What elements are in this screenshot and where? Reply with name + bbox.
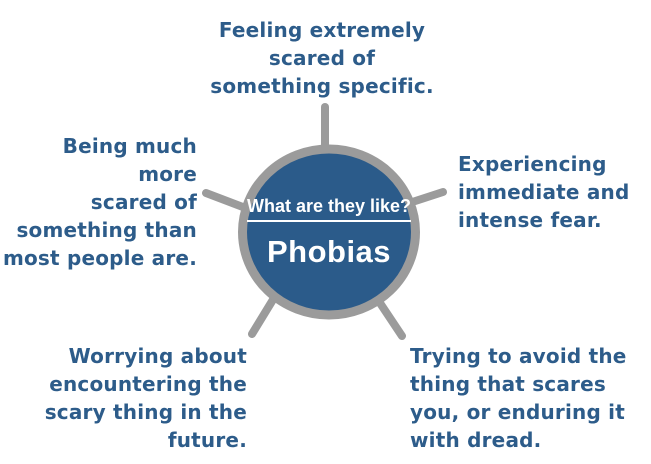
center-label-group: What are they like? Phobias <box>244 148 414 318</box>
center-title: Phobias <box>266 234 392 269</box>
spoke-bottom-left <box>248 294 278 338</box>
label-left: Being much more scared of something than… <box>2 134 197 270</box>
center-heading: What are they like? <box>246 196 412 222</box>
label-top: Feeling extremely scared of something sp… <box>210 18 434 98</box>
label-bottom-right: Trying to avoid the thing that scares yo… <box>410 344 627 452</box>
spoke-bottom-right <box>374 296 406 340</box>
label-bottom-left: Worrying about encountering the scary th… <box>44 344 247 452</box>
label-right: Experiencing immediate and intense fear. <box>458 152 630 232</box>
phobias-circle <box>238 144 420 320</box>
